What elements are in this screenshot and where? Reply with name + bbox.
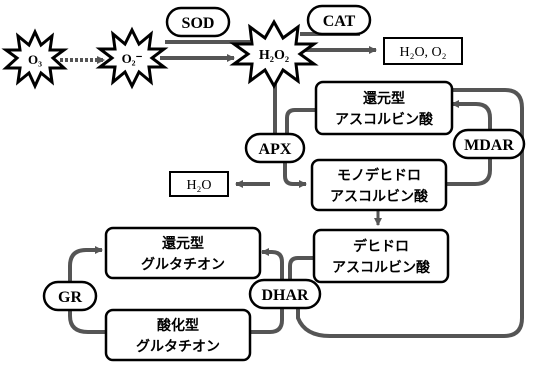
- dha-line2: アスコルビン酸: [332, 259, 431, 276]
- connectors: [60, 32, 524, 338]
- outer-loop-line: [296, 88, 524, 338]
- line-dha-to-dhar: [288, 256, 314, 280]
- line-asa-to-apx: [285, 108, 316, 136]
- burst-o2: O₂⁻: [95, 26, 169, 90]
- ascorbate-reduced-box: 還元型 アスコルビン酸: [314, 80, 454, 136]
- enzyme-mdar: MDAR: [452, 128, 526, 160]
- gssg-line1: 酸化型: [157, 317, 199, 334]
- arrow-gr-to-gsh: [68, 246, 103, 282]
- monodehydroascorbate-box: モノデヒドロ アスコルビン酸: [310, 158, 448, 212]
- products-label: H₂O, O₂: [399, 45, 446, 60]
- enzyme-apx: APX: [244, 132, 306, 164]
- o3-label: O₃: [28, 52, 42, 67]
- glutathione-oxidized-box: 酸化型 グルタチオン: [104, 308, 252, 362]
- mdar-label: MDAR: [464, 137, 514, 154]
- line-gssg-to-gr: [68, 310, 106, 334]
- gssg-line2: グルタチオン: [136, 338, 220, 355]
- enzyme-dhar: DHAR: [248, 278, 322, 310]
- sod-label: SOD: [182, 15, 215, 32]
- line-gssg-to-dhar: [250, 306, 284, 334]
- o2-label: O₂⁻: [122, 51, 143, 66]
- mdha-line1: モノデヒドロ: [337, 167, 421, 184]
- h2o2-label: H₂O₂: [259, 48, 289, 63]
- apx-label: APX: [259, 141, 292, 158]
- h2o-box: H₂O: [169, 171, 229, 197]
- burst-h2o2: H₂O₂: [229, 18, 319, 90]
- cat-label: CAT: [323, 13, 356, 30]
- line-mdha-to-mdar: [445, 156, 492, 186]
- dehydroascorbate-box: デヒドロ アスコルビン酸: [312, 228, 450, 284]
- arrow-apx-to-mdha: [283, 160, 307, 188]
- glutathione-reduced-box: 還元型 グルタチオン: [104, 226, 262, 280]
- h2o-label: H₂O: [186, 178, 211, 193]
- gsh-line1: 還元型: [162, 235, 204, 252]
- arrow-dhar-to-gsh: [261, 248, 284, 280]
- enzyme-cat: CAT: [306, 4, 372, 36]
- mdha-line2: アスコルビン酸: [330, 188, 429, 205]
- asa-line1: 還元型: [363, 90, 405, 107]
- gr-label: GR: [58, 289, 82, 306]
- dhar-label: DHAR: [261, 287, 309, 304]
- dha-line1: デヒドロ: [353, 238, 409, 255]
- enzyme-gr: GR: [42, 280, 98, 312]
- gsh-line2: グルタチオン: [141, 256, 225, 273]
- enzyme-sod: SOD: [165, 6, 231, 38]
- arrow-mdar-to-asa: [451, 100, 492, 130]
- products-box: H₂O, O₂: [383, 37, 463, 65]
- burst-o3: O₃: [1, 28, 69, 90]
- asa-line2: アスコルビン酸: [335, 111, 434, 128]
